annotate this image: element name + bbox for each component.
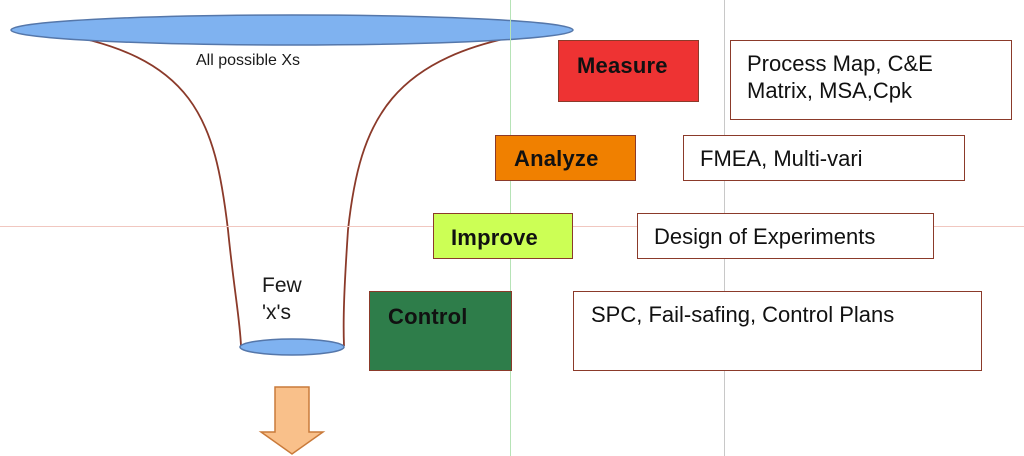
funnel-bottom-label-line-1: Few <box>262 274 302 297</box>
funnel-left-wall <box>49 31 242 347</box>
tools-measure-line-1: Process Map, C&E <box>747 51 933 76</box>
tools-improve-line-1: Design of Experiments <box>654 224 876 249</box>
funnel-bottom-label-line-2: 'x's <box>262 301 292 324</box>
tools-analyze-box: FMEA, Multi-vari <box>683 135 965 181</box>
tools-control-box: SPC, Fail-safing, Control Plans <box>573 291 982 371</box>
tools-improve-box: Design of Experiments <box>637 213 934 259</box>
phase-analyze-box: Analyze <box>495 135 636 181</box>
tools-control-line-1: SPC, Fail-safing, Control Plans <box>591 302 895 327</box>
phase-control-box: Control <box>369 291 512 371</box>
phase-improve-box: Improve <box>433 213 573 259</box>
funnel-top-ellipse <box>10 14 574 46</box>
funnel-top-label: All possible Xs <box>196 52 301 69</box>
funnel-bottom-label: Few 'x's <box>262 272 322 326</box>
tools-analyze-line-1: FMEA, Multi-vari <box>700 146 863 171</box>
down-arrow-icon <box>258 386 326 455</box>
tools-measure-line-2: Matrix, MSA,Cpk <box>747 78 913 103</box>
tools-measure-box: Process Map, C&E Matrix, MSA,Cpk <box>730 40 1012 120</box>
phase-measure-box: Measure <box>558 40 699 102</box>
funnel-right-wall <box>342 31 541 347</box>
funnel-bottom-ellipse <box>239 338 345 356</box>
